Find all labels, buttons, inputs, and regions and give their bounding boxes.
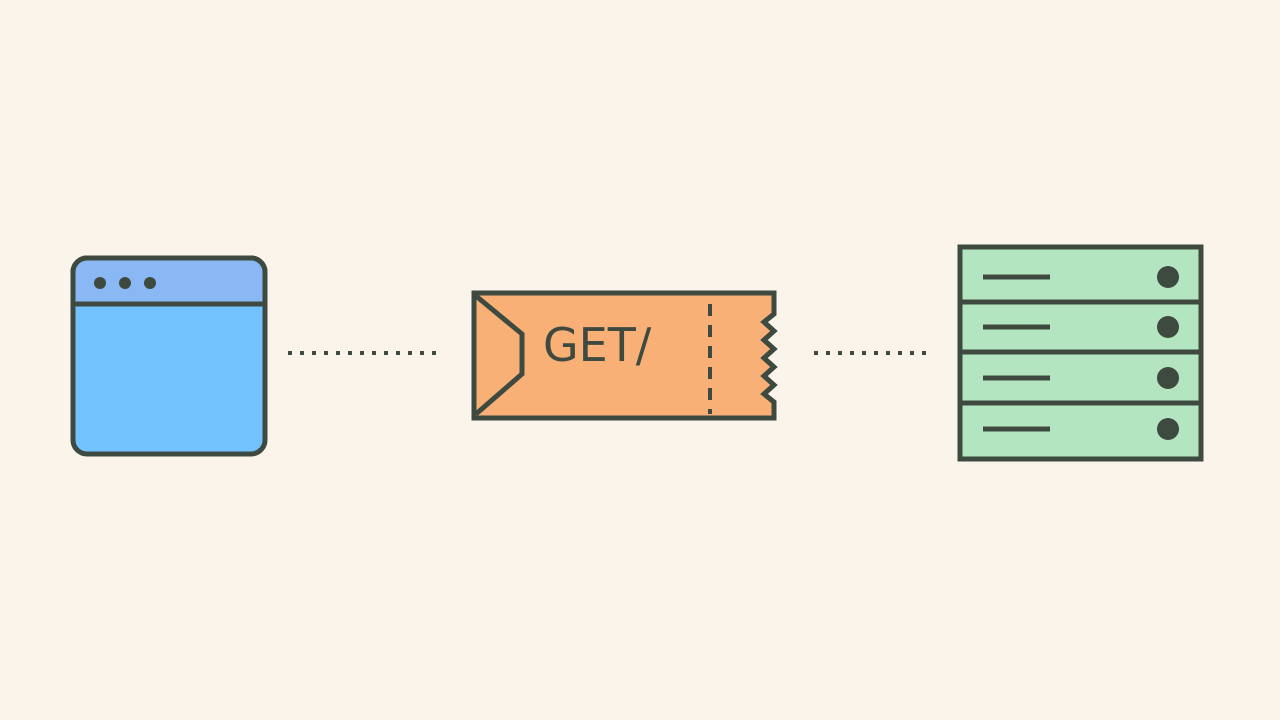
server-unit-led	[1157, 316, 1179, 338]
server-unit	[983, 367, 1179, 389]
browser-dot	[144, 277, 156, 289]
server-unit	[983, 316, 1179, 338]
server-unit-led	[1157, 266, 1179, 288]
server-rack-icon	[957, 244, 1204, 462]
server-unit	[983, 266, 1179, 288]
browser-window-icon	[70, 255, 268, 457]
request-method-label: GET/	[543, 318, 652, 372]
server-unit	[983, 418, 1179, 440]
ticket-body	[471, 290, 778, 421]
ticket-icon: GET/	[471, 290, 778, 421]
browser-dot	[94, 277, 106, 289]
browser-dot	[119, 277, 131, 289]
server-unit-led	[1157, 367, 1179, 389]
server-unit-led	[1157, 418, 1179, 440]
ticket-notch	[474, 294, 525, 416]
